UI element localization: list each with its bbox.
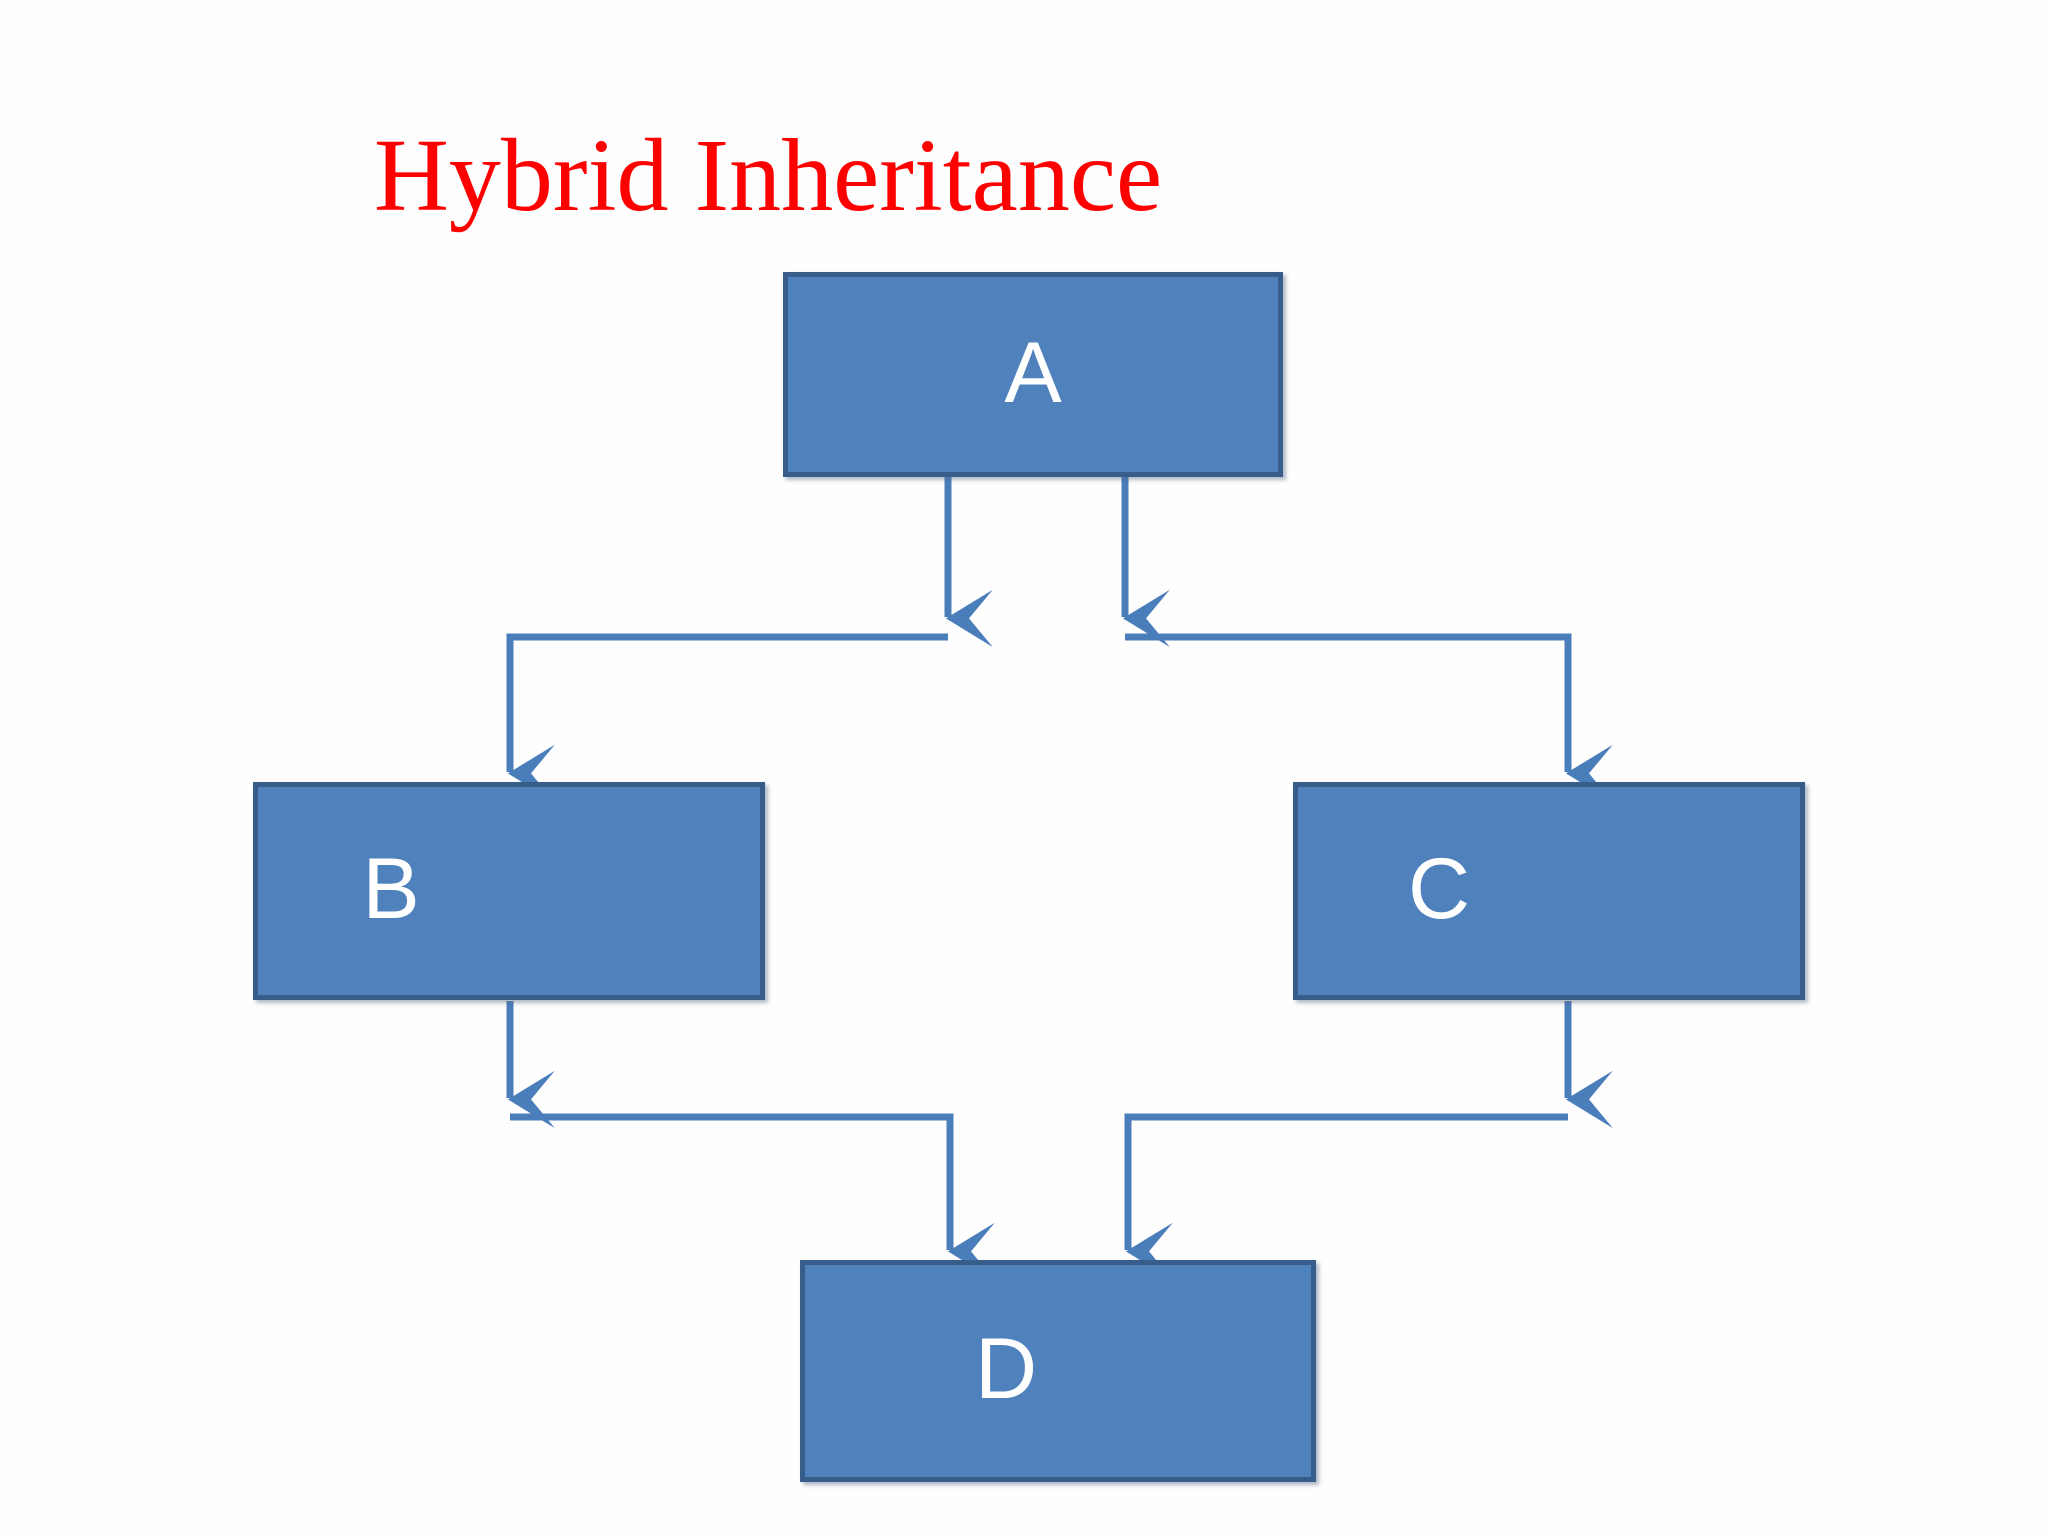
edge-c-to-d: [1124, 1001, 1613, 1281]
node-b-label: B: [362, 841, 420, 937]
node-a-label: A: [1004, 324, 1062, 421]
node-d-label: D: [974, 1321, 1038, 1417]
page-title: Hybrid Inheritance: [373, 118, 1163, 233]
edge-b-to-d: [506, 1001, 995, 1281]
edge-a-to-c: [1121, 477, 1613, 803]
node-d[interactable]: D: [800, 1260, 1316, 1482]
node-c[interactable]: C: [1293, 782, 1805, 1000]
node-b[interactable]: B: [253, 782, 765, 1000]
node-a[interactable]: A: [783, 272, 1283, 477]
node-c-label: C: [1407, 841, 1471, 937]
edge-a-to-b: [506, 477, 993, 803]
